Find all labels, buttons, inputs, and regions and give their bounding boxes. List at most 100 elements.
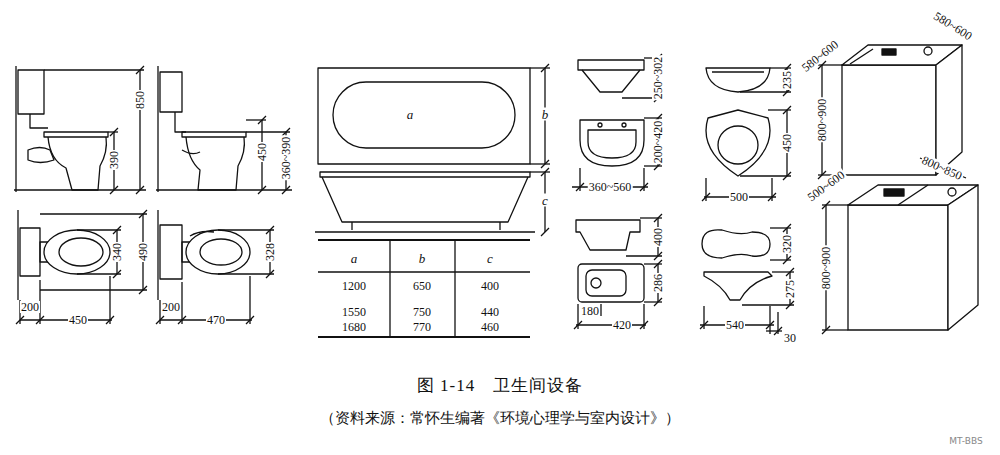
dimension-label: 580~600 — [931, 9, 975, 43]
washbasin — [580, 120, 644, 166]
dimension-line — [530, 67, 550, 68]
dimension-line — [530, 171, 550, 172]
table-cell: 440 — [480, 306, 500, 318]
washbasin — [718, 126, 758, 164]
dimension-line — [626, 255, 662, 256]
figure-title: 图 1-14 卫生间设备 — [417, 374, 583, 397]
dimension-line — [246, 131, 290, 132]
dimension-label: 450 — [68, 314, 88, 326]
washing-machine — [948, 185, 978, 330]
toilet-side-view — [182, 132, 246, 137]
bathtub — [320, 172, 530, 177]
toilet-side-view — [14, 189, 146, 190]
dimension-label: 490 — [137, 242, 149, 262]
dimension-line — [700, 64, 794, 335]
table-grid — [389, 240, 390, 337]
dimension-label: 800~850 — [919, 153, 965, 182]
dimension-label: 200 — [161, 301, 181, 313]
bathtub — [318, 68, 530, 164]
dimension-line — [40, 289, 147, 290]
washbasin — [582, 70, 640, 92]
washing-machine — [948, 188, 956, 196]
dimension-label: 360~560 — [588, 181, 633, 193]
bathtub — [322, 177, 528, 222]
table-cell: 1200 — [341, 280, 367, 292]
dimension-line — [139, 70, 140, 190]
dimension-label: 360~390 — [280, 136, 292, 181]
washbasin — [706, 68, 770, 92]
toilet-side-view — [156, 189, 292, 190]
dimension-line — [16, 316, 114, 324]
washbasin — [578, 60, 644, 70]
dimension-line — [769, 306, 770, 334]
washing-machine — [936, 45, 962, 175]
dimension-line — [774, 327, 782, 335]
dimension-label: 275 — [784, 279, 796, 299]
washing-machine — [882, 49, 896, 55]
washbasin — [702, 68, 772, 300]
dimension-line — [181, 282, 182, 324]
toilet-top-view — [44, 230, 110, 274]
dimension-label: 400 — [652, 227, 664, 247]
table-cell: 460 — [480, 321, 500, 333]
washing-machine — [924, 47, 932, 55]
dimension-label: 800~900 — [816, 98, 828, 143]
toilet-top-view — [190, 232, 214, 237]
washbasin — [706, 110, 770, 176]
variable-label: b — [418, 252, 427, 265]
bathtub — [315, 68, 535, 232]
table-grid — [318, 239, 530, 241]
dimension-line — [218, 273, 274, 274]
dimension-line — [541, 64, 549, 168]
bathtub — [333, 82, 515, 148]
toilet-top-view — [20, 228, 40, 276]
washbasin — [622, 123, 626, 127]
dimension-label: 235 — [781, 70, 793, 90]
source-caption: （资料来源：常怀生编著《环境心理学与室内设计》） — [320, 409, 680, 428]
dimension-line — [530, 64, 550, 236]
washbasin — [578, 264, 644, 302]
washing-machine — [898, 185, 928, 205]
dimension-line — [218, 229, 274, 230]
dimension-line — [77, 273, 121, 274]
bathtub — [315, 231, 535, 232]
dimension-line — [600, 304, 601, 316]
toilet-side-view — [186, 137, 244, 190]
toilet-top-view — [59, 238, 103, 266]
toilet-top-view — [186, 230, 250, 274]
toilet-top-view — [157, 210, 158, 300]
dimension-line — [572, 54, 662, 329]
washbasin — [591, 278, 601, 288]
dimension-label: 450 — [256, 142, 268, 162]
washbasin — [588, 130, 636, 158]
dimension-label: 250~302 — [652, 56, 664, 101]
washing-machine — [848, 205, 948, 330]
dimension-label: 200 — [20, 301, 40, 313]
dimension-label: 470 — [206, 314, 226, 326]
variable-label: a — [406, 108, 415, 121]
table-cell: 650 — [412, 280, 432, 292]
dimension-line — [740, 91, 791, 92]
dimension-label: 180 — [580, 305, 600, 317]
toilet-top-view — [200, 239, 242, 265]
toilet-top-view — [158, 210, 250, 300]
dimension-line — [77, 229, 121, 230]
dimension-line — [20, 319, 112, 320]
toilet-top-view — [160, 225, 182, 279]
toilet-side-view — [156, 66, 292, 192]
dimension-label: 328 — [264, 242, 276, 262]
dimension-line — [530, 163, 550, 164]
dimension-line — [249, 276, 250, 324]
toilet-side-view — [18, 70, 44, 114]
dimension-label: 450 — [781, 133, 793, 153]
toilet-side-view — [28, 148, 54, 163]
dimension-label: 420 — [612, 319, 632, 331]
dimension-label: 800~900 — [820, 246, 832, 291]
dimension-label: 340 — [111, 242, 123, 262]
table-cell: 770 — [412, 321, 432, 333]
dimension-label: 580~600 — [799, 38, 841, 75]
dimension-line — [136, 66, 144, 194]
toilet-side-view — [157, 66, 158, 192]
washbasin — [704, 272, 772, 300]
